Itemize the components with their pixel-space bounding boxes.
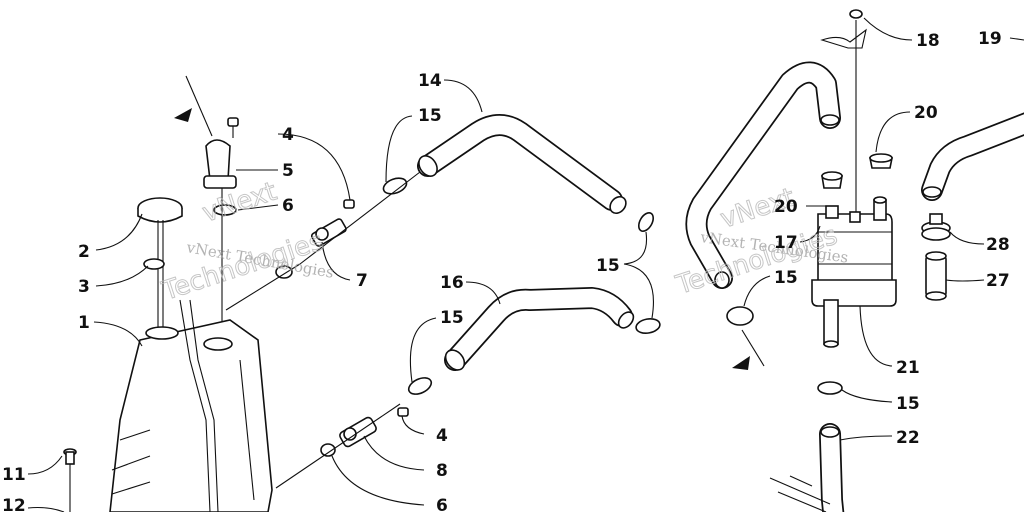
filler-neck-5 [203, 139, 237, 330]
cap-2 [137, 197, 183, 330]
callout-15-b: 15 [440, 308, 464, 328]
callout-1: 1 [78, 313, 90, 333]
hose-22 [769, 423, 845, 512]
callout-20-b: 20 [774, 197, 798, 217]
callout-18: 18 [916, 31, 940, 51]
o-rings-6 [213, 204, 336, 457]
callout-22: 22 [896, 428, 920, 448]
callout-27: 27 [986, 271, 1010, 291]
callout-6-b: 6 [436, 496, 448, 512]
screws-4 [227, 117, 409, 417]
canister-21 [811, 9, 897, 348]
callout-20-a: 20 [914, 103, 938, 123]
arrow-left [174, 108, 192, 122]
callout-2: 2 [78, 242, 90, 262]
assembly-lines [185, 75, 765, 489]
hose-19 [921, 112, 1024, 201]
callout-6-a: 6 [282, 196, 294, 216]
callout-15-c: 15 [596, 256, 620, 276]
fitting-27 [925, 251, 947, 301]
callout-16: 16 [440, 273, 464, 293]
clamp-28 [921, 213, 951, 241]
clamps-15 [382, 177, 843, 395]
callout-19: 19 [978, 29, 1002, 49]
callout-28: 28 [986, 235, 1010, 255]
hose-17 [685, 61, 841, 289]
callout-3: 3 [78, 277, 90, 297]
callout-5: 5 [282, 161, 294, 181]
callout-7: 7 [356, 271, 368, 291]
callout-15-d: 15 [774, 268, 798, 288]
callout-12: 12 [2, 496, 26, 512]
callout-21: 21 [896, 358, 920, 378]
tank-1 [109, 299, 273, 512]
callout-4-a: 4 [282, 125, 294, 145]
callouts: 14 15 4 5 6 2 3 7 1 16 15 15 4 8 6 11 12… [2, 29, 1010, 512]
hose-16 [444, 287, 635, 371]
callout-15-a: 15 [418, 106, 442, 126]
callout-15-e: 15 [896, 394, 920, 414]
arrow-right [732, 356, 750, 370]
callout-14: 14 [418, 71, 442, 91]
callout-4-b: 4 [436, 426, 448, 446]
callout-11: 11 [2, 465, 26, 485]
grommets-20 [821, 153, 893, 189]
callout-17: 17 [774, 233, 798, 253]
hose-14 [417, 114, 627, 215]
bolt-11 [63, 448, 77, 512]
callout-8: 8 [436, 461, 448, 481]
leader-lines [27, 17, 1024, 512]
